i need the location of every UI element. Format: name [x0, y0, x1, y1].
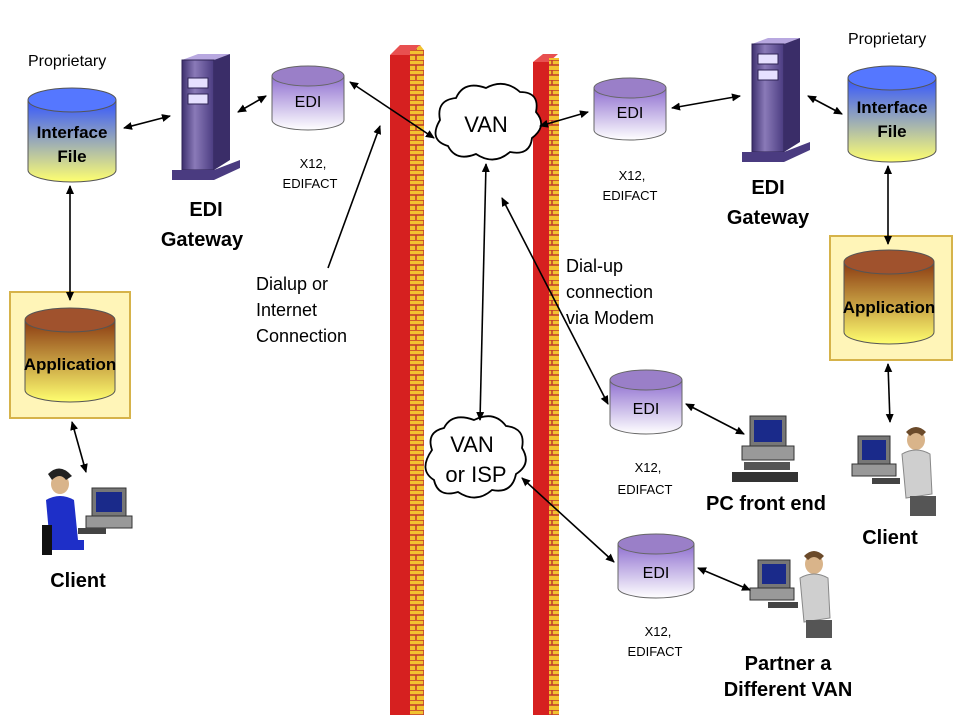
arrow-gateway-edi-left — [237, 95, 267, 113]
arrow-gateway-interface-right — [807, 95, 843, 115]
x12-label-partner-1: X12, — [645, 624, 672, 639]
x12-label-top-right-2: EDIFACT — [603, 188, 658, 203]
arrow-edi-pc-computer — [685, 403, 745, 435]
x12-label-pc-1: X12, — [635, 460, 662, 475]
dialup-internet-label-2: Internet — [256, 300, 317, 320]
dialup-modem-label-2: connection — [566, 282, 653, 302]
client-workstation-left — [42, 468, 133, 555]
partner-label-2: Different VAN — [724, 679, 853, 701]
arrow-dialup-internet-pointer — [327, 125, 382, 269]
application-label-right: Application — [843, 298, 936, 317]
x12-label-top-right-1: X12, — [619, 168, 646, 183]
dialup-modem-label-1: Dial-up — [566, 256, 623, 276]
arrow-edi-van-left — [349, 81, 435, 139]
edi-gateway-label-right-2: Gateway — [727, 207, 810, 229]
proprietary-label-left: Proprietary — [28, 53, 106, 70]
interface-file-label-left-2: File — [57, 147, 86, 166]
interface-file-label-right-1: Interface — [857, 98, 928, 117]
x12-label-partner-2: EDIFACT — [628, 644, 683, 659]
client-label-right: Client — [862, 527, 918, 549]
van-label-top: VAN — [464, 112, 508, 137]
pc-front-end-computer — [732, 415, 798, 482]
firewall-left — [390, 45, 424, 715]
application-box-right: Application — [829, 235, 953, 361]
edi-cylinder-top-right: EDI — [593, 77, 667, 141]
arrow-edi-gateway-right — [671, 93, 741, 111]
application-box-left: Application — [9, 291, 131, 419]
van-isp-label-2: or ISP — [445, 462, 506, 487]
interface-file-label-left-1: Interface — [37, 123, 108, 142]
edi-gateway-label-right-1: EDI — [751, 177, 784, 199]
arrow-application-client-left — [70, 421, 88, 473]
edi-gateway-label-left-2: Gateway — [161, 229, 244, 251]
edi-gateway-server-right — [742, 38, 810, 162]
client-label-left: Client — [50, 570, 106, 592]
client-workstation-right — [851, 427, 936, 516]
edi-gateway-label-left-1: EDI — [189, 199, 222, 221]
partner-label-1: Partner a — [745, 653, 833, 675]
arrow-vanisp-edi-partner — [521, 477, 615, 563]
edi-label-top-right: EDI — [617, 105, 644, 122]
arrow-application-client-right — [884, 363, 894, 423]
edi-gateway-server-left — [172, 54, 240, 180]
arrow-van-vanisp — [476, 163, 490, 421]
interface-file-cylinder-left: Interface File — [27, 87, 117, 183]
dialup-internet-label-3: Connection — [256, 326, 347, 346]
arrow-van-edi-pc — [501, 197, 609, 405]
edi-cylinder-top-left: EDI — [271, 65, 345, 131]
connectors — [66, 81, 894, 591]
arrow-interface-gateway-left — [123, 114, 171, 130]
van-isp-label-1: VAN — [450, 432, 494, 457]
dialup-internet-label-1: Dialup or — [256, 274, 328, 294]
dialup-modem-label-3: via Modem — [566, 308, 654, 328]
x12-label-top-left-1: X12, — [300, 156, 327, 171]
van-isp-cloud: VAN or ISP — [424, 415, 527, 499]
interface-file-label-right-2: File — [877, 122, 906, 141]
edi-label-pc: EDI — [633, 401, 660, 418]
van-cloud-top: VAN — [434, 82, 542, 161]
interface-file-cylinder-right: Interface File — [847, 65, 937, 163]
proprietary-label-right: Proprietary — [848, 31, 926, 48]
edi-cylinder-pc: EDI — [609, 369, 683, 435]
arrow-van-edi-right — [539, 110, 589, 128]
pc-front-end-label: PC front end — [706, 493, 826, 515]
x12-label-top-left-2: EDIFACT — [283, 176, 338, 191]
application-label-left: Application — [24, 355, 117, 374]
edi-label-partner: EDI — [643, 565, 670, 582]
arrow-edi-partner-workstation — [697, 567, 751, 591]
x12-label-pc-2: EDIFACT — [618, 482, 673, 497]
edi-cylinder-partner: EDI — [617, 533, 695, 599]
firewall-right — [533, 54, 559, 715]
partner-workstation — [749, 551, 832, 638]
edi-label-top-left: EDI — [295, 94, 322, 111]
